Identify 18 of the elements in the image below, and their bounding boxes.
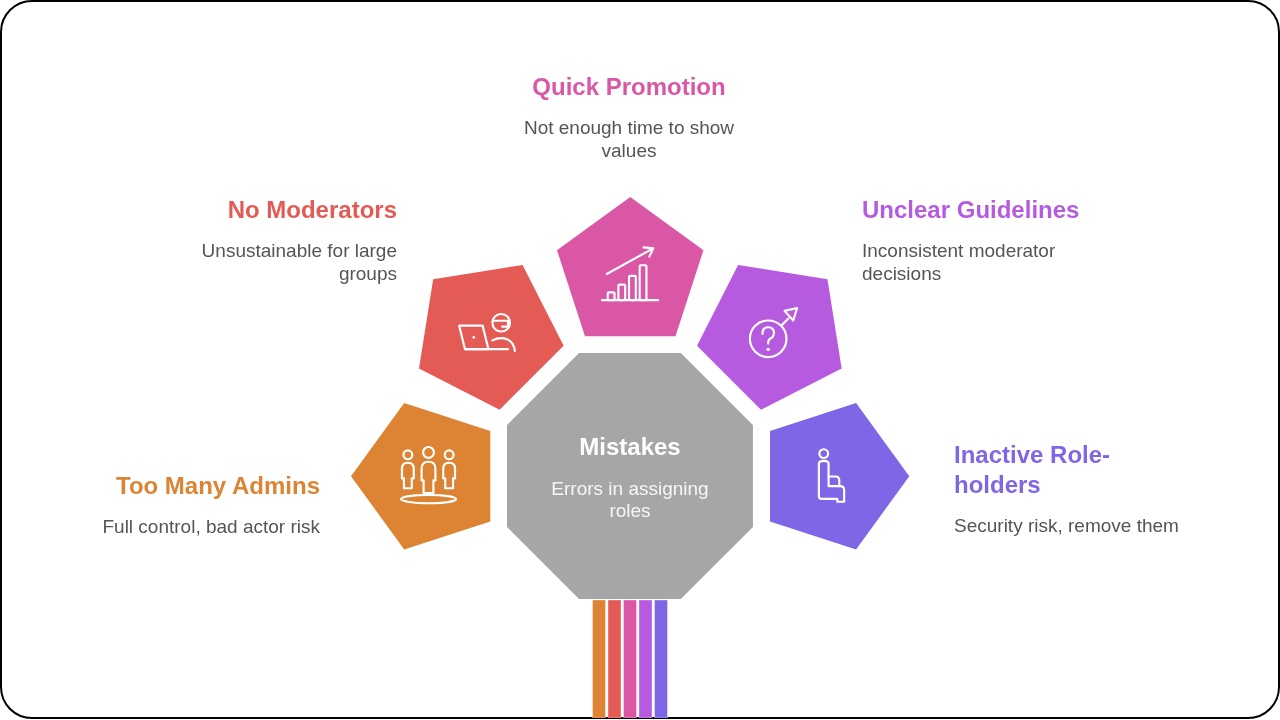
item-description: Not enough time to show values [522,116,736,162]
pentagon [351,402,491,550]
item-heading: Unclear Guidelines [862,195,1080,225]
item-description: Unsustainable for large groups [200,239,397,285]
item-heading: No Moderators [227,195,397,225]
pentagon [769,402,909,550]
item-description: Security risk, remove them [954,514,1179,537]
center-title: Mistakes [579,432,681,463]
item-heading: Inactive Role-holders [954,440,1112,500]
center-description: Errors in assigning roles [550,478,710,523]
item-heading: Quick Promotion [532,72,726,102]
item-heading: Too Many Admins [116,471,320,501]
pentagon [418,264,564,410]
item-description: Full control, bad actor risk [102,515,320,538]
item-description: Inconsistent moderator decisions [862,239,1057,285]
pentagon [696,264,842,410]
pentagon [556,197,704,337]
octagon [507,353,753,599]
